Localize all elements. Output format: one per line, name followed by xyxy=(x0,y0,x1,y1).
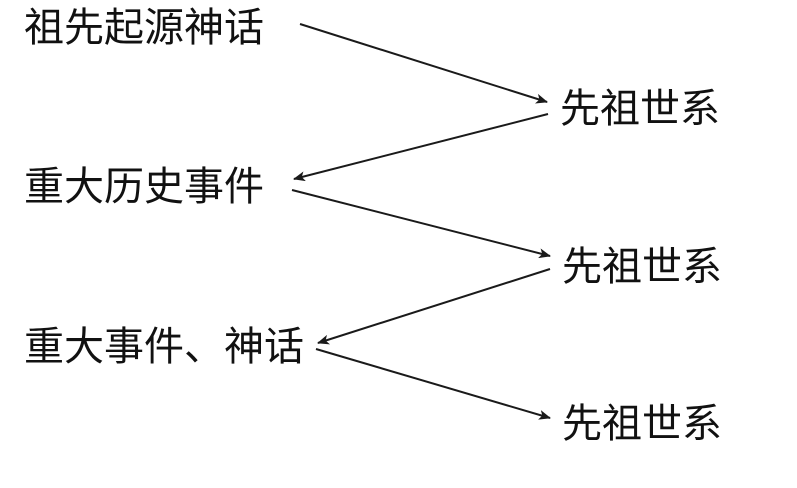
arrow-historical-event-to-lineage-2 xyxy=(291,189,551,259)
arrow-event-and-myth-to-lineage-3 xyxy=(315,348,551,420)
arrow-origin-myth-to-lineage-1 xyxy=(299,23,548,104)
node-ancestor-origin-myth: 祖先起源神话 xyxy=(24,5,264,51)
node-ancestor-lineage-2: 先祖世系 xyxy=(562,244,722,290)
arrow-lineage-2-to-event-and-myth xyxy=(317,268,551,345)
node-ancestor-lineage-3: 先祖世系 xyxy=(562,401,722,447)
node-ancestor-lineage-1: 先祖世系 xyxy=(560,86,720,132)
node-major-event-and-myth: 重大事件、神话 xyxy=(24,324,304,370)
arrow-lineage-1-to-historical-event xyxy=(293,113,549,182)
node-major-historical-event: 重大历史事件 xyxy=(24,164,264,210)
